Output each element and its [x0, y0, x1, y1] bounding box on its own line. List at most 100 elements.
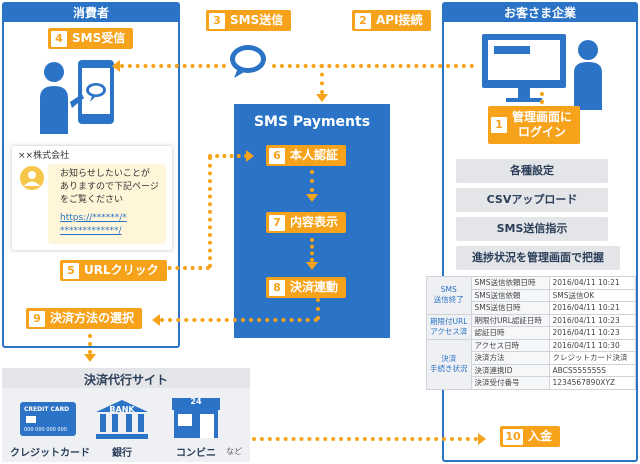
arrow-7-8 — [306, 262, 318, 270]
step-10-deposit: 10 入金 — [500, 426, 561, 447]
sms-send-icon — [230, 45, 266, 78]
step-label: 内容表示 — [290, 215, 339, 229]
table-row: 決済連携ID ABCS555555S — [427, 363, 636, 377]
table-cell-value: 2016/04/11 10:23 — [548, 313, 636, 327]
step-label: 入金 — [528, 429, 553, 443]
step-number: 3 — [209, 12, 225, 29]
arrow-to-method-select — [152, 314, 160, 326]
connector-9-down — [88, 334, 92, 354]
sms-url-line-2[interactable]: *************/ — [60, 226, 122, 236]
step-4-sms-receive: 4 SMS受信 — [48, 28, 134, 49]
arrow-to-deposit — [478, 433, 486, 445]
arrow-to-consumer — [112, 60, 120, 72]
consumer-with-phone-icon — [40, 60, 114, 134]
sms-line-3: をご覧ください — [60, 195, 124, 205]
step-label: 本人認証 — [290, 148, 339, 162]
table-cell-key: SMS送信日時 — [470, 301, 550, 315]
table-row: 決済受付番号 1234567890XYZ — [427, 376, 636, 390]
bank-brand: BANK — [109, 405, 135, 414]
table-cell-value: 2016/04/11 10:23 — [548, 326, 636, 340]
step-label: SMS送信 — [230, 13, 284, 27]
connector-bubble-to-api — [272, 64, 474, 68]
step-9-payment-method-select: 9 決済方法の選択 — [26, 308, 143, 329]
credit-card-brand: CREDIT CARD — [24, 406, 70, 413]
table-cell-key: アクセス日時 — [470, 338, 550, 352]
table-cell-key: SMS送信依頼 — [470, 288, 550, 302]
step-number: 9 — [29, 310, 45, 327]
table-row: 決済手続き状況 アクセス日時 2016/04/11 10:30 — [426, 338, 636, 390]
table-cell-value: SMS送信OK — [548, 288, 636, 302]
connector-8-to-9 — [160, 318, 318, 322]
step-6-identity-auth: 6 本人認証 — [266, 145, 347, 166]
credit-card-number: 000 000 000 000 — [24, 427, 67, 433]
credit-card-chip — [26, 416, 36, 423]
convenience-store-label: コンビニ — [176, 448, 216, 459]
sms-line-1: お知らせしたいことが — [60, 169, 150, 179]
connector-to-auth — [208, 154, 248, 158]
step-label: 決済連動 — [290, 280, 339, 294]
step-number: 8 — [269, 279, 285, 296]
step-number: 1 — [491, 117, 507, 133]
table-cell-key: 決済受付番号 — [470, 376, 550, 390]
connector-6-7 — [310, 170, 314, 192]
table-row: 決済方法 クレジットカード決済 — [427, 351, 636, 365]
bank-label: 銀行 — [112, 448, 132, 459]
step-label: URLクリック — [84, 263, 159, 277]
bank-icon — [96, 400, 148, 439]
connector-to-deposit — [252, 437, 478, 441]
step-label: 管理画面に — [512, 110, 573, 124]
step-label: 決済方法の選択 — [50, 311, 135, 325]
sms-url-line-1[interactable]: https://******/* — [60, 213, 127, 223]
arrow-to-auth — [246, 150, 254, 162]
table-cell-value: 2016/04/11 10:30 — [548, 338, 636, 352]
step-number: 6 — [269, 147, 285, 164]
connector-login-up — [540, 92, 544, 104]
step-3-sms-send: 3 SMS送信 — [206, 10, 292, 31]
menu-progress-management[interactable]: 進捗状況を管理画面で把握 — [456, 246, 620, 270]
admin-computer-icon — [482, 34, 602, 110]
consumer-panel-title: 消費者 — [4, 4, 178, 22]
step-5-url-click: 5 URLクリック — [60, 260, 167, 281]
payment-site-title-bar — [2, 368, 250, 388]
table-cell-value: ABCS555555S — [548, 363, 636, 377]
table-cell-value: 1234567890XYZ — [548, 376, 636, 390]
menu-csv-upload[interactable]: CSVアップロード — [456, 188, 608, 212]
step-number: 4 — [51, 30, 67, 47]
step-label-line-2: ログイン — [518, 125, 567, 139]
table-cell-key: 決済方法 — [470, 351, 550, 365]
step-number: 5 — [63, 262, 79, 279]
table-cell-value: 2016/04/11 10:21 — [548, 301, 636, 315]
step-label: API接続 — [376, 13, 423, 27]
convenience-store-icon — [172, 398, 220, 438]
connector-8-down — [316, 298, 320, 320]
arrow-to-payment-site — [84, 354, 96, 362]
step-number: 10 — [503, 428, 523, 445]
menu-settings[interactable]: 各種設定 — [456, 159, 608, 183]
step-label: SMS受信 — [72, 31, 126, 45]
arrow-into-sms-payments — [316, 94, 328, 102]
table-cell-value: 2016/04/11 10:21 — [548, 276, 636, 290]
table-cell-key: 認証日時 — [470, 326, 550, 340]
table-row: SMS送信日時 2016/04/11 10:21 — [427, 301, 636, 315]
table-cell-value: クレジットカード決済 — [548, 351, 636, 365]
connector-7-8 — [310, 238, 314, 262]
connector-sms-to-consumer — [120, 64, 226, 68]
sms-line-2: ありますので下記ページ — [60, 182, 159, 192]
step-number: 2 — [355, 12, 371, 29]
credit-card-label: クレジットカード — [10, 448, 90, 459]
step-8-payment-link: 8 決済連動 — [266, 277, 347, 298]
menu-sms-send-instruction[interactable]: SMS送信指示 — [456, 217, 608, 241]
connector-api-down — [320, 64, 324, 94]
table-row: 認証日時 2016/04/11 10:23 — [427, 326, 636, 340]
sms-payments-title: SMS Payments — [253, 114, 371, 130]
connector-url-up — [208, 156, 212, 268]
connector-url-right — [160, 266, 210, 270]
sms-sender: ××株式会社 — [18, 151, 70, 161]
etc-label: など — [226, 447, 242, 456]
step-number: 7 — [269, 214, 285, 231]
step-1-admin-login: 1 管理画面に ログイン — [488, 106, 581, 144]
arrow-6-7 — [306, 194, 318, 202]
